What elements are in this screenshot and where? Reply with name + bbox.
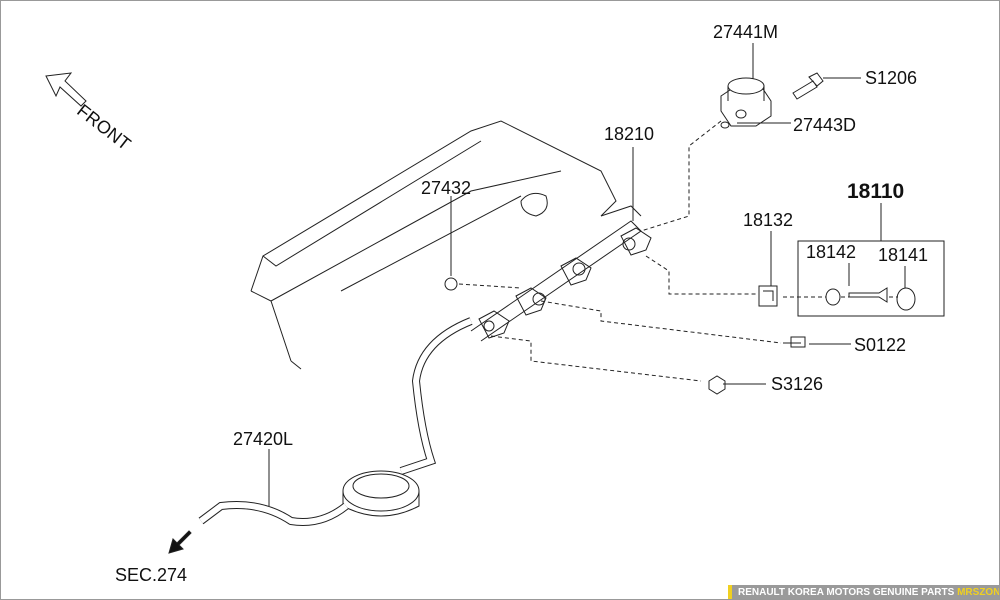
part-label-18142[interactable]: 18142 [806,242,857,262]
part-label-27420L[interactable]: 27420L [233,429,294,449]
engine-cylinder-head [250,120,617,370]
clip-18132 [758,285,778,307]
injector-kit-box [797,240,945,317]
watermark-text: RENAULT KOREA MOTORS GENUINE PARTS [738,587,955,598]
injector [848,287,888,303]
part-label-18110[interactable]: 18110 [847,180,905,203]
part-label-S1206[interactable]: S1206 [865,68,918,88]
part-label-18132[interactable]: 18132 [743,210,794,230]
part-label-18210[interactable]: 18210 [604,124,655,144]
bolt-S0122 [783,336,806,348]
oring-18141 [896,287,916,311]
part-label-S0122[interactable]: S0122 [854,335,907,355]
seal-27432 [444,277,458,291]
fuel-rail [470,205,652,342]
part-label-27432[interactable]: 27432 [421,178,472,198]
pressure-regulator-27441M [720,77,772,129]
fuel-hose-27420L [198,317,473,526]
part-label-27443D[interactable]: 27443D [793,115,857,135]
bolt-S1206 [792,72,824,100]
part-label-18141[interactable]: 18141 [878,245,929,265]
oring-18142 [825,288,841,306]
part-label-27441M[interactable]: 27441M [713,22,779,42]
part-label-S3126[interactable]: S3126 [771,374,824,394]
watermark-brand: MRSZONE [957,587,1000,598]
sec-arrow-icon [168,530,192,554]
watermark-banner: RENAULT KOREA MOTORS GENUINE PARTS MRSZO… [728,585,1000,599]
section-ref-label[interactable]: SEC.274 [115,565,188,585]
nut-S3126 [708,375,726,395]
front-arrow-icon [45,72,87,107]
